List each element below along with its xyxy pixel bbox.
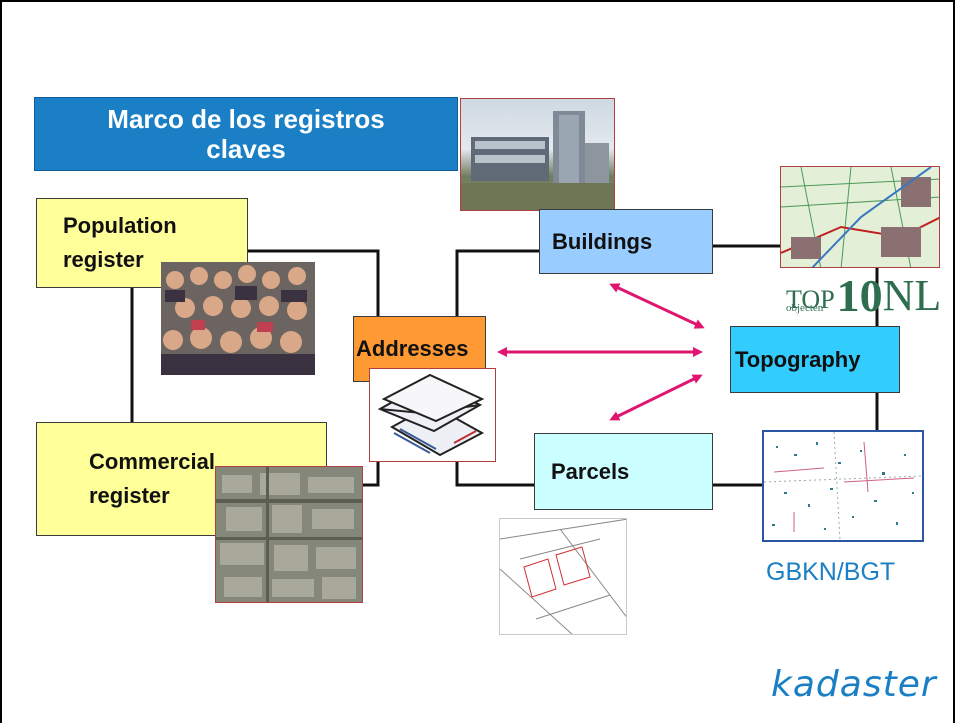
relation-arrows (497, 283, 705, 421)
top10nl-logo-top-text: TOP (786, 285, 835, 314)
buildings-box: Buildings (539, 209, 713, 274)
top10nl-logo-number: 10 (836, 270, 883, 321)
slide-title: Marco de los registros claves (34, 97, 458, 171)
arrow-parcels-topography (609, 374, 703, 421)
top10nl-logo: TOP objecten 10 NL (786, 270, 942, 321)
arrow-buildings-topography (609, 283, 705, 329)
kadaster-logo-text: kadaster (771, 664, 937, 705)
industrial-area-aerial-photo (215, 466, 363, 603)
topographic-map-image (780, 166, 940, 268)
envelopes-mail-icon (369, 368, 496, 462)
parcels-box: Parcels (534, 433, 713, 510)
commercial-register-label: Commercial register (89, 449, 215, 508)
office-building-photo (460, 98, 615, 211)
parcels-label: Parcels (551, 458, 630, 484)
buildings-label: Buildings (552, 228, 653, 254)
topography-label: Topography (735, 346, 861, 372)
line-addresses-buildings (455, 249, 539, 316)
addresses-label: Addresses (356, 336, 469, 361)
population-register-label: Population register (63, 213, 177, 272)
gbkn-map-image (762, 430, 924, 542)
crowd-photo (161, 262, 315, 375)
topography-box: Topography (730, 326, 900, 393)
cadastral-parcel-map (499, 518, 627, 635)
top10nl-logo-nl-text: NL (882, 271, 942, 320)
line-population-addresses (248, 249, 380, 316)
top10nl-logo-objecten-text: objecten (786, 302, 824, 314)
gbkn-bgt-label: GBKN/BGT (766, 558, 896, 586)
